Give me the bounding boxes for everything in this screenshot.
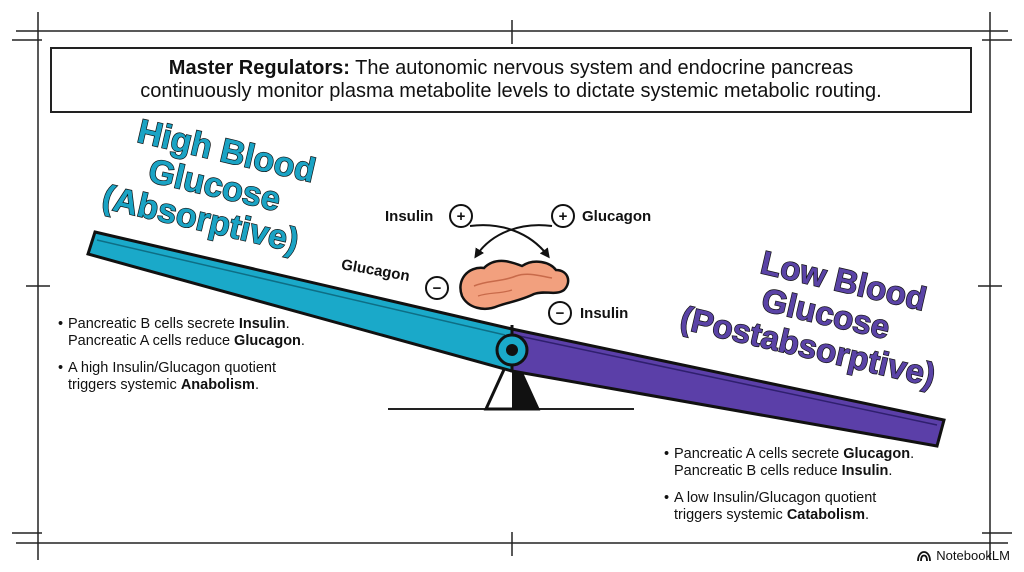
- pancreas-icon: [459, 259, 570, 310]
- header-box: Master Regulators: The autonomic nervous…: [50, 47, 972, 113]
- plus-sign: +: [457, 208, 466, 225]
- bullet-text: .: [910, 446, 915, 462]
- seesaw-beam: [86, 230, 946, 448]
- plus-sign: +: [559, 208, 568, 225]
- glucagon-plus-text: Glucagon: [582, 208, 651, 225]
- bullet-text: A high Insulin/Glucagon quotient: [68, 360, 276, 376]
- header-line-1-text: The autonomic nervous system and endocri…: [349, 57, 854, 79]
- bullet-item: A low Insulin/Glucagon quotient triggers…: [664, 490, 984, 524]
- minus-sign: −: [556, 305, 565, 322]
- bullet-text: A low Insulin/Glucagon quotient: [674, 490, 877, 506]
- notebooklm-watermark: NotebookLM: [916, 548, 1010, 563]
- header-line-2: continuously monitor plasma metabolite l…: [140, 80, 882, 102]
- bullet-bold: Insulin: [841, 463, 889, 479]
- frame: [12, 12, 1012, 560]
- glucagon-minus-text: Glucagon: [340, 256, 411, 285]
- arrow-glucagon-to-high: [474, 224, 553, 259]
- minus-sign: −: [433, 280, 442, 297]
- bullet-text: triggers systemic: [674, 507, 787, 523]
- bullet-text: .: [864, 507, 870, 523]
- bullet-bold: Catabolism: [786, 507, 865, 523]
- bullet-item: A high Insulin/Glucagon quotient trigger…: [58, 360, 378, 394]
- insulin-plus-text: Insulin: [385, 208, 433, 225]
- high-glucose-title: High Blood Glucose (Absorptive): [98, 112, 320, 261]
- header-line-1: Master Regulators: The autonomic nervous…: [169, 57, 853, 80]
- bullet-text: Pancreatic B cells secrete: [68, 316, 239, 332]
- bullet-item: Pancreatic A cells secrete Glucagon. Pan…: [664, 446, 984, 480]
- bullet-text: .: [285, 316, 290, 332]
- low-glucose-bullets: Pancreatic A cells secrete Glucagon. Pan…: [664, 446, 984, 534]
- bullet-bold: Glucagon: [843, 446, 911, 462]
- insulin-plus-label: Insulin +: [385, 204, 473, 228]
- bullet-item: Pancreatic B cells secrete Insulin. Panc…: [58, 316, 378, 350]
- arrow-insulin-to-low: [469, 224, 550, 259]
- bullet-bold: Insulin: [238, 316, 286, 332]
- low-glucose-title: Low Blood Glucose (Postabsorptive): [676, 243, 939, 394]
- bullet-text: Pancreatic B cells reduce: [674, 463, 842, 479]
- header-bold-lead: Master Regulators:: [168, 57, 350, 79]
- glucagon-plus-label: + Glucagon: [551, 204, 651, 228]
- bullet-text: Pancreatic A cells secrete: [674, 446, 844, 462]
- insulin-minus-text: Insulin: [580, 305, 628, 322]
- bullet-bold: Glucagon: [234, 333, 301, 349]
- brand-label: NotebookLM: [936, 548, 1010, 563]
- pivot-joint: [495, 325, 529, 367]
- bullet-text: .: [254, 377, 259, 393]
- bullet-text: .: [888, 463, 893, 479]
- high-glucose-bullets: Pancreatic B cells secrete Insulin. Panc…: [58, 316, 378, 404]
- bullet-text: .: [300, 333, 305, 349]
- bullet-text: Pancreatic A cells reduce: [68, 333, 235, 349]
- bullet-bold: Anabolism: [180, 377, 255, 393]
- notebooklm-logo-icon: [916, 550, 932, 562]
- insulin-minus-label: − Insulin: [548, 301, 628, 325]
- bullet-text: triggers systemic: [68, 377, 181, 393]
